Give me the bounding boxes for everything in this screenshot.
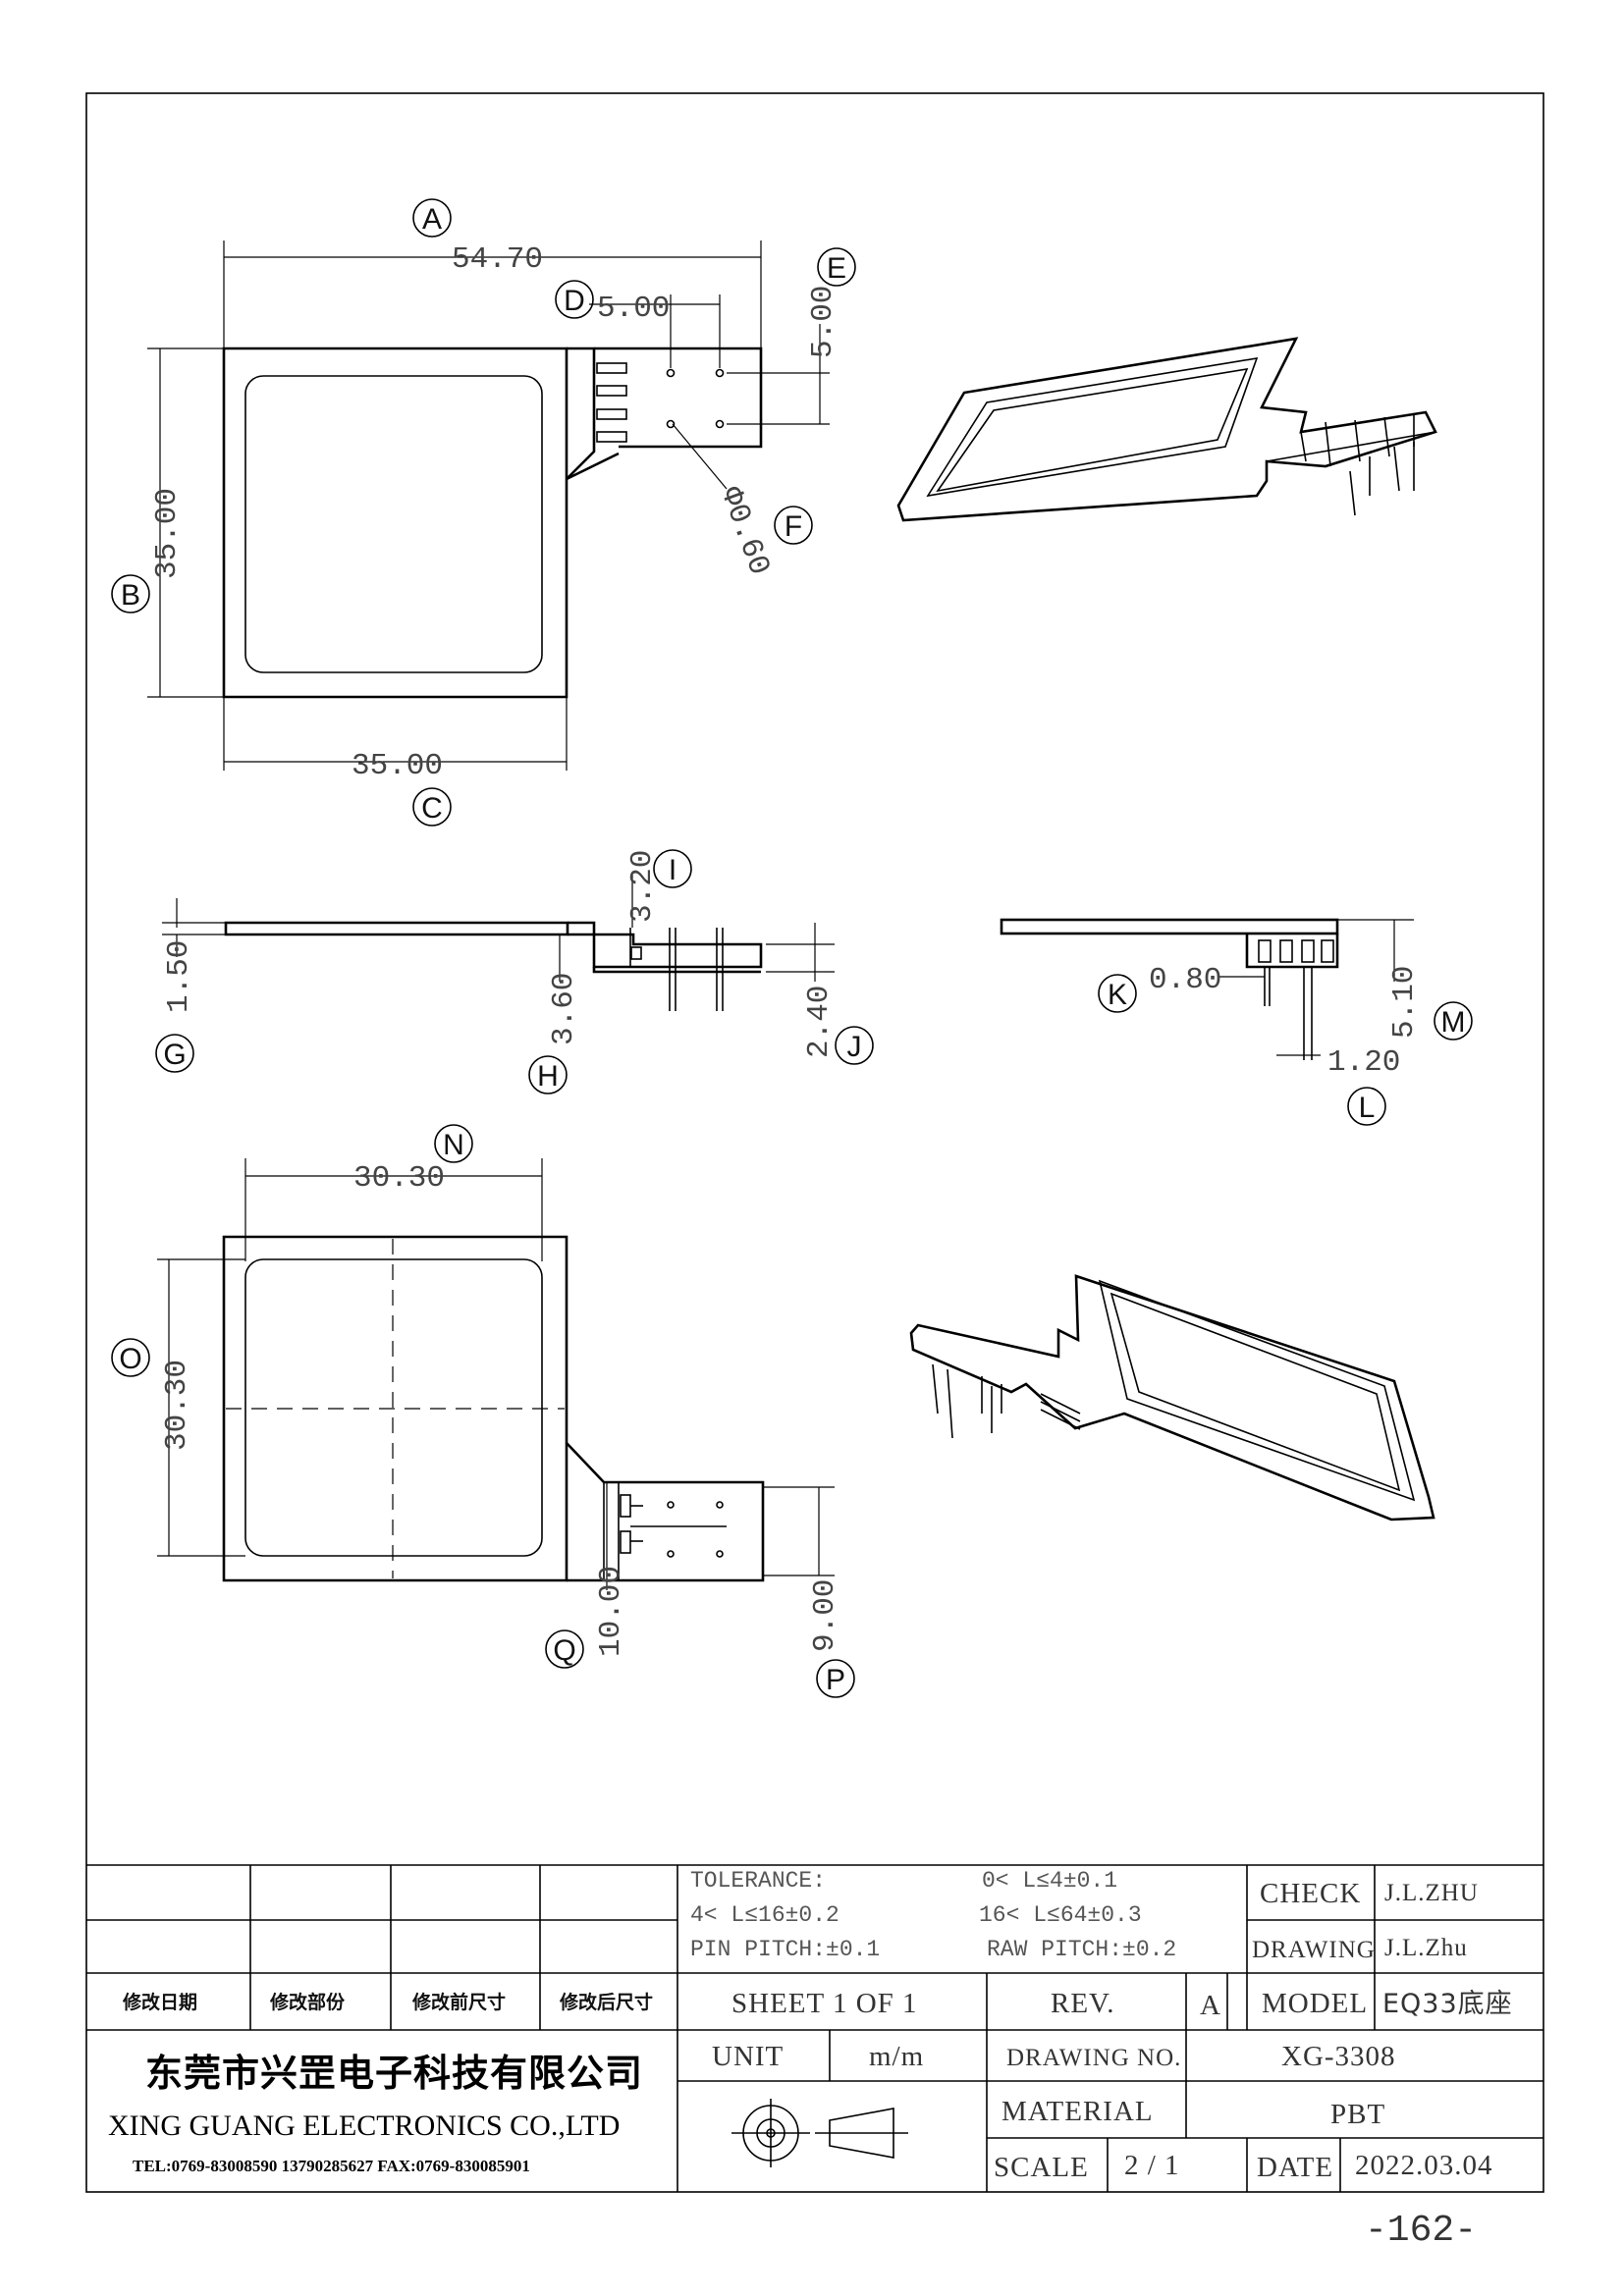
dim-m: 5.10 [1387, 966, 1422, 1039]
callout-q: Q [545, 1629, 584, 1669]
callout-o: O [111, 1338, 150, 1377]
svg-text:D: D [564, 285, 585, 317]
bottom-view: 30.30 30.30 10.00 9.00 [157, 1158, 842, 1657]
rev-label: REV. [1051, 1988, 1115, 2019]
company-name-cn: 东莞市兴罡电子科技有限公司 [145, 2052, 643, 2095]
svg-text:N: N [443, 1129, 464, 1161]
company-name-en: XING GUANG ELECTRONICS CO.,LTD [108, 2109, 620, 2142]
callout-g: G [155, 1034, 194, 1073]
rev-header-date: 修改日期 [122, 1991, 197, 2013]
callout-a: A [412, 198, 452, 238]
callout-e: E [817, 247, 856, 287]
callout-b: B [111, 574, 150, 614]
model-label: MODEL [1262, 1988, 1368, 2019]
dim-i: 3.20 [625, 850, 660, 923]
rev-value: A [1200, 1990, 1221, 2021]
callout-c: C [412, 787, 452, 827]
isometric-view-top [896, 337, 1437, 522]
svg-text:J: J [847, 1031, 862, 1063]
tolerance-3: 16< L≤64±0.3 [979, 1902, 1142, 1928]
tolerance-2: 4< L≤16±0.2 [690, 1902, 839, 1928]
dim-q: 10.00 [594, 1566, 628, 1657]
dim-g: 1.50 [162, 940, 196, 1013]
side-view: 3.20 1.50 3.60 2.40 [162, 850, 837, 1058]
callout-d: D [555, 280, 594, 319]
unit-value: m/m [869, 2041, 924, 2072]
svg-text:I: I [669, 854, 677, 886]
scale-label: SCALE [994, 2152, 1089, 2183]
tolerance-label: TOLERANCE: [690, 1868, 826, 1894]
drawing-value: J.L.Zhu [1384, 1935, 1468, 1961]
date-value: 2022.03.04 [1355, 2150, 1493, 2181]
dim-o: 30.30 [160, 1360, 194, 1451]
dim-c: 35.00 [352, 749, 443, 783]
material-value: PBT [1330, 2099, 1385, 2130]
tolerance-1: 0< L≤4±0.1 [982, 1868, 1117, 1894]
callout-n: N [434, 1124, 473, 1163]
dim-l: 1.20 [1327, 1045, 1400, 1080]
svg-text:C: C [421, 792, 443, 825]
model-value: EQ33底座 [1382, 1989, 1513, 2019]
dim-f: Φ0.60 [713, 482, 777, 579]
end-view: 0.80 1.20 5.10 [1000, 918, 1422, 1080]
svg-text:G: G [163, 1039, 186, 1071]
check-label: CHECK [1260, 1878, 1361, 1909]
svg-text:K: K [1108, 979, 1127, 1011]
sheet-border [85, 92, 1544, 2193]
svg-text:F: F [785, 510, 802, 543]
svg-text:A: A [422, 203, 442, 236]
svg-text:P: P [826, 1664, 845, 1696]
rev-header-part: 修改部份 [269, 1991, 346, 2013]
callouts: A B C D E F G H I J K L M N O P Q [111, 198, 1473, 1698]
callout-l: L [1347, 1087, 1386, 1126]
svg-text:M: M [1441, 1006, 1466, 1039]
page-number: -162- [1365, 2210, 1477, 2252]
dim-a: 54.70 [452, 242, 543, 277]
svg-text:Q: Q [553, 1634, 575, 1667]
title-block: TOLERANCE: 0< L≤4±0.1 4< L≤16±0.2 16< L≤… [86, 1864, 1543, 2192]
sheet-label: SHEET 1 OF 1 [731, 1988, 918, 2019]
scale-value: 2 / 1 [1124, 2150, 1180, 2181]
dim-k: 0.80 [1149, 963, 1221, 997]
unit-label: UNIT [712, 2041, 784, 2072]
dim-b: 35.00 [150, 488, 185, 579]
rev-header-after: 修改后尺寸 [559, 1991, 653, 2013]
dim-h: 3.60 [547, 973, 581, 1045]
projection-symbol-icon [731, 2099, 908, 2167]
drawing-no-label: DRAWING NO. [1006, 2045, 1181, 2071]
drawing-label: DRAWING [1252, 1937, 1376, 1963]
raw-pitch: RAW PITCH:±0.2 [987, 1937, 1176, 1962]
top-view: 54.70 5.00 5.00 Φ0.60 35.00 35.00 [147, 240, 840, 783]
drawing-no-value: XG-3308 [1281, 2041, 1396, 2072]
callout-p: P [816, 1659, 855, 1698]
check-value: J.L.ZHU [1384, 1880, 1479, 1906]
dim-j: 2.40 [802, 986, 837, 1058]
dim-p: 9.00 [808, 1579, 842, 1652]
callout-k: K [1098, 974, 1137, 1013]
svg-text:H: H [537, 1060, 559, 1093]
date-label: DATE [1257, 2152, 1333, 2183]
material-label: MATERIAL [1001, 2096, 1154, 2127]
company-contact: TEL:0769-83008590 13790285627 FAX:0769-8… [133, 2157, 530, 2175]
svg-text:O: O [119, 1343, 141, 1375]
svg-text:E: E [827, 252, 846, 285]
callout-j: J [835, 1026, 874, 1065]
callout-i: I [653, 849, 692, 888]
pin-pitch: PIN PITCH:±0.1 [690, 1937, 880, 1962]
dim-n: 30.30 [353, 1161, 445, 1196]
isometric-view-bottom [909, 1274, 1435, 1522]
svg-text:B: B [121, 579, 140, 612]
dim-d: 5.00 [597, 292, 670, 326]
callout-h: H [528, 1055, 568, 1095]
callout-f: F [774, 506, 813, 545]
svg-text:L: L [1359, 1092, 1376, 1124]
dim-e: 5.00 [806, 286, 840, 358]
rev-header-before: 修改前尺寸 [411, 1991, 506, 2013]
callout-m: M [1434, 1001, 1473, 1041]
